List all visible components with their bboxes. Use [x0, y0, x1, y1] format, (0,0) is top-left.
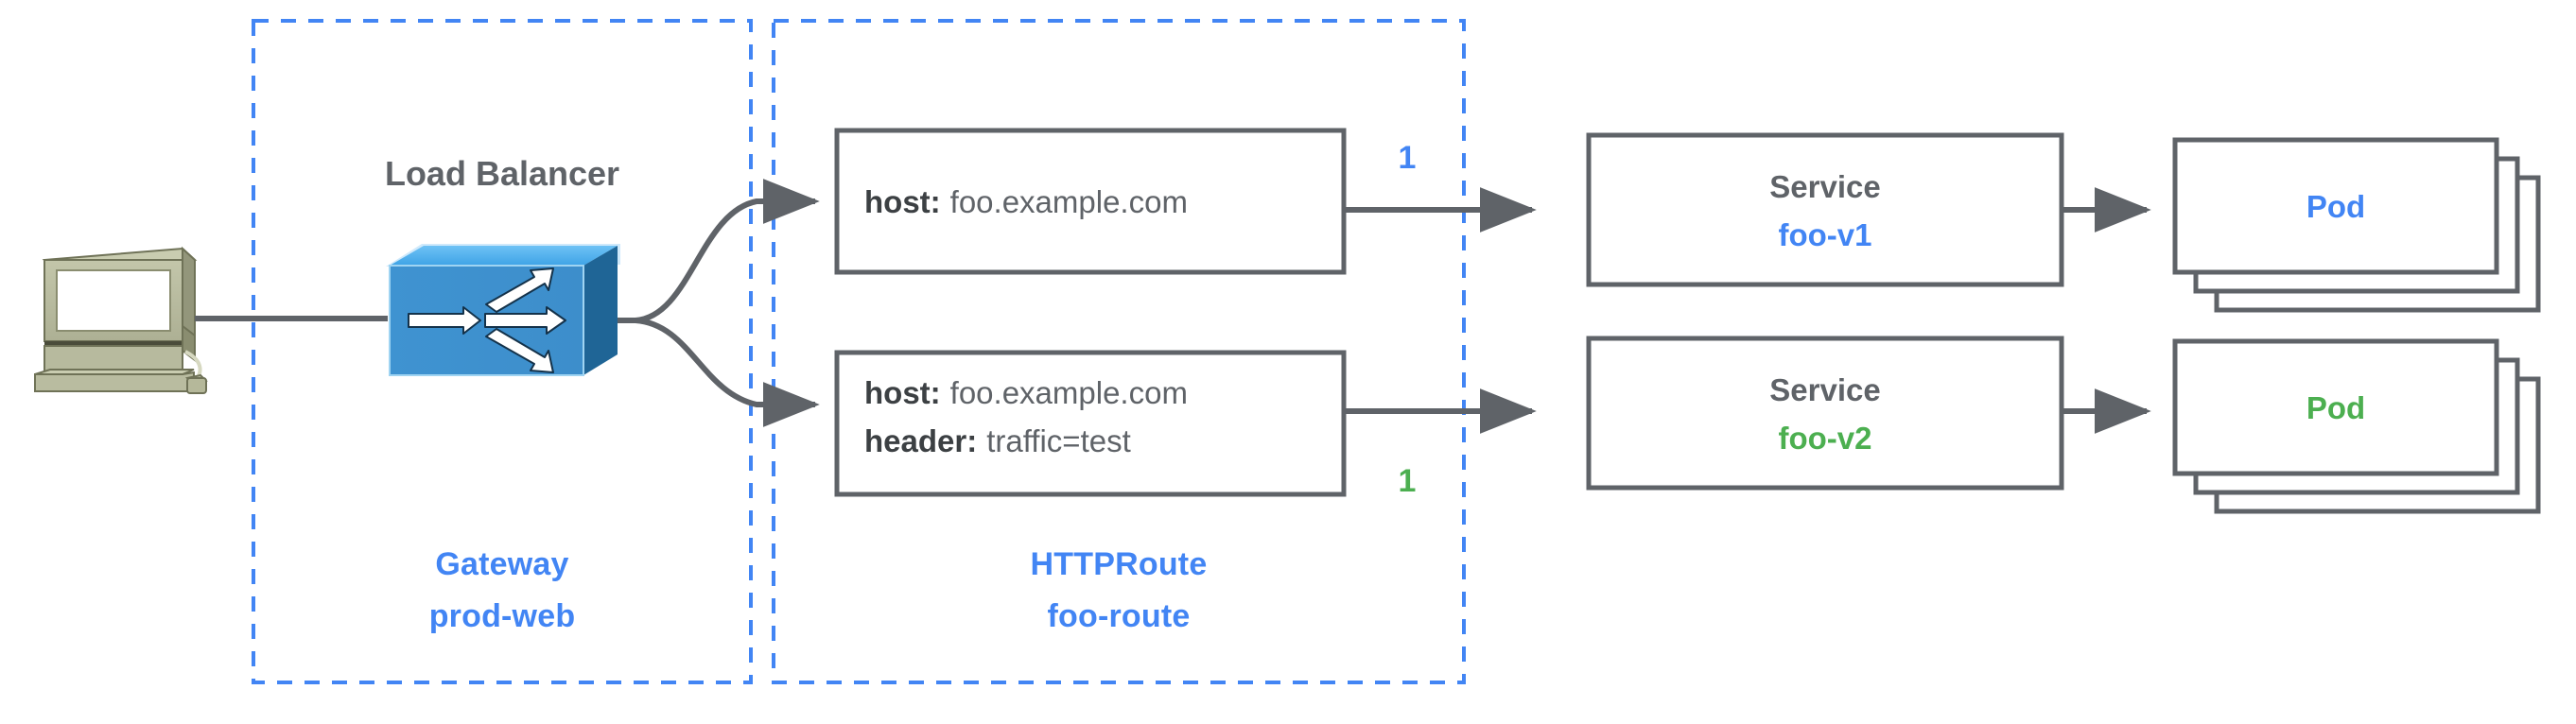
route-rule-2-box[interactable]: [834, 350, 1347, 497]
client-computer-icon: [34, 246, 208, 394]
httproute-zone-name: foo-route: [1048, 598, 1191, 634]
route-rule-2-value-2: traffic=test: [986, 423, 1131, 458]
zone-httproute: HTTPRoute foo-route: [772, 19, 1466, 684]
pod-card-front-1[interactable]: [2172, 137, 2499, 275]
pod-label-foo-v2: Pod: [2306, 390, 2365, 425]
route-rule-2-key-2: header:: [864, 423, 977, 458]
route-rule-2-key-1: host:: [864, 375, 941, 410]
service-foo-v2-name: foo-v2: [1779, 421, 1872, 456]
gateway-zone-kind: Gateway: [435, 546, 568, 582]
service-foo-v2-kind: Service: [1769, 372, 1880, 407]
service-foo-v1[interactable]: Service foo-v1: [1586, 132, 2064, 287]
gateway-zone-boundary: [252, 19, 753, 684]
route-rule-host-header[interactable]: host: foo.example.com header: traffic=test: [834, 350, 1347, 497]
service-foo-v1-box[interactable]: [1586, 132, 2064, 287]
pod-label-foo-v1: Pod: [2306, 189, 2365, 224]
route-rule-host[interactable]: host: foo.example.com: [834, 128, 1347, 275]
route-rule-2-weight: 1: [1399, 463, 1417, 499]
route-rule-1-value-1: foo.example.com: [950, 184, 1188, 219]
edge-lb-to-rule-2: [635, 318, 820, 427]
route-rule-2-line-1: host: foo.example.com: [864, 375, 1188, 410]
edge-lb-to-rule-1: [635, 179, 820, 323]
network-switch-icon: [386, 244, 620, 376]
service-foo-v2-box[interactable]: [1586, 336, 2064, 491]
route-rule-2-line-2: header: traffic=test: [864, 423, 1131, 458]
route-rule-2-value-1: foo.example.com: [950, 375, 1188, 410]
pod-stack-foo-v1[interactable]: Pod: [2172, 137, 2541, 313]
route-rule-1-line-1: host: foo.example.com: [864, 184, 1188, 219]
route-rule-1-key-1: host:: [864, 184, 941, 219]
route-rule-1-box[interactable]: [834, 128, 1347, 275]
service-foo-v2[interactable]: Service foo-v2: [1586, 336, 2064, 491]
service-foo-v1-kind: Service: [1769, 169, 1880, 204]
zone-gateway: Gateway prod-web: [252, 19, 753, 684]
httproute-zone-kind: HTTPRoute: [1031, 546, 1208, 582]
service-foo-v1-name: foo-v1: [1779, 217, 1872, 252]
httproute-zone-boundary: [772, 19, 1466, 684]
pod-card-front-2[interactable]: [2172, 338, 2499, 476]
load-balancer-title: Load Balancer: [385, 154, 619, 193]
route-rule-1-weight: 1: [1399, 140, 1417, 176]
pod-stack-foo-v2[interactable]: Pod: [2172, 338, 2541, 514]
gateway-zone-name: prod-web: [429, 598, 576, 634]
